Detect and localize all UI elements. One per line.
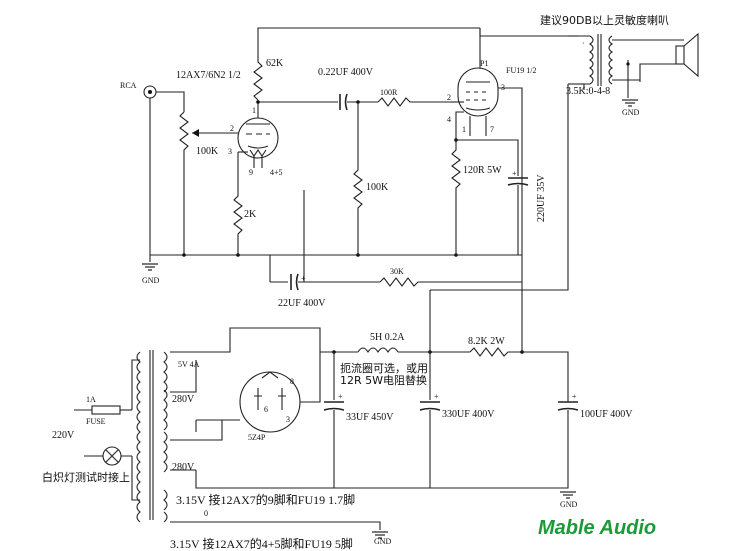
c330-label: 330UF 400V	[442, 409, 495, 420]
rect-pin-8: 8	[290, 377, 294, 386]
tube2-label: FU19 1/2	[506, 66, 536, 75]
choke-note-2: 12R 5W电阻替换	[340, 373, 427, 387]
r120-label: 120R 5W	[463, 165, 502, 176]
r100r-resistor	[377, 97, 450, 107]
r82k-resistor	[469, 347, 569, 390]
r82k-label: 8.2K 2W	[468, 336, 505, 347]
gnd-symbol-input	[141, 263, 159, 271]
ot-tap-label: 3.5K:0-4-8	[566, 86, 610, 97]
v5-label: 5V 4A	[178, 360, 200, 369]
primary-wires	[131, 359, 140, 501]
tube1-heater-pins	[253, 156, 263, 168]
screen-supply-wire	[498, 87, 523, 318]
tube2-pin-2: 2	[447, 93, 451, 102]
tube1-pin-9: 9	[249, 168, 253, 177]
ot-b-plus-wire	[430, 84, 569, 291]
power-transformer	[136, 350, 168, 523]
gnd-label-input: GND	[142, 276, 160, 285]
r62k-label: 62K	[266, 58, 284, 69]
gnd-label-speaker: GND	[622, 108, 640, 117]
svg-text:+: +	[338, 392, 343, 401]
gnd-symbol-psu	[559, 491, 577, 499]
svg-text:+: +	[434, 392, 439, 401]
psu-ground-return	[195, 470, 430, 489]
tube2-pin-4: 4	[447, 115, 451, 124]
r2k-label: 2K	[244, 209, 257, 220]
rect-pin-3: 3	[286, 415, 290, 424]
c33-label: 33UF 450V	[346, 412, 394, 423]
tube1-pin-1: 1	[252, 106, 256, 115]
tube1-pin-2: 2	[230, 124, 234, 133]
lamp-note: 白炽灯测试时接上	[42, 470, 130, 484]
mains-label: 220V	[52, 430, 75, 441]
fuse-rating: 1A	[86, 395, 96, 404]
tube2-p1-label: P1	[480, 59, 488, 68]
cathode-cap-ground	[456, 185, 519, 256]
r30k-label: 30K	[390, 267, 404, 276]
cathode-cap-220uf: +	[507, 169, 529, 186]
r2k-resistor	[233, 152, 243, 255]
svg-text:+: +	[512, 169, 517, 178]
c22-label: 22UF 400V	[278, 298, 326, 309]
rect-pin-6: 6	[264, 405, 268, 414]
rca-jack	[143, 85, 157, 99]
heater-note-1: 3.15V 接12AX7的9脚和FU19 1.7脚	[176, 492, 355, 507]
heater-note-2: 3.15V 接12AX7的4+5脚和FU19 5脚	[170, 536, 353, 551]
tube1-pin-45: 4+5	[270, 168, 283, 177]
r100k-label: 100K	[366, 182, 389, 193]
speaker-icon	[639, 32, 699, 80]
rca-label: RCA	[120, 81, 137, 90]
pot-label: 100K	[196, 146, 219, 157]
tube2-pin-7: 7	[490, 125, 494, 134]
svg-text:+: +	[572, 392, 577, 401]
tube1-pin-3: 3	[228, 147, 232, 156]
brand-logo: Mable Audio	[538, 517, 656, 539]
choke-note-1: 扼流圈可选，或用	[340, 361, 428, 375]
ot-secondary-wires	[612, 39, 684, 81]
volume-pot	[179, 111, 189, 255]
r100r-label: 100R	[380, 88, 398, 97]
r62k-resistor	[253, 27, 480, 101]
output-transformer	[589, 34, 613, 86]
speaker-note: 建议90DB以上灵敏度喇叭	[540, 13, 669, 27]
fuse-label: FUSE	[86, 417, 106, 426]
r100k-resistor	[353, 102, 363, 255]
rect-label: 5Z4P	[248, 433, 266, 442]
v280a-label: 280V	[172, 394, 195, 405]
tube2-fu19	[457, 67, 499, 117]
r30k-resistor	[379, 277, 522, 287]
filter-cap-33uf: +	[323, 392, 345, 411]
heater-zero: 0	[204, 509, 208, 518]
c220-label: 220UF 35V	[536, 174, 547, 222]
c100-label: 100UF 400V	[580, 409, 633, 420]
test-lamp-icon	[102, 446, 122, 466]
tube2-heater-pins	[469, 116, 487, 136]
fuse	[74, 405, 132, 415]
gnd-label-psu: GND	[560, 500, 578, 509]
tube1-label: 12AX7/6N2 1/2	[176, 70, 241, 81]
gnd-label-heater: GND	[374, 537, 392, 546]
choke-5h	[357, 347, 399, 354]
choke-label: 5H 0.2A	[370, 332, 405, 343]
tube2-pin-1: 1	[462, 125, 466, 134]
filter-cap-330uf: +	[419, 392, 441, 411]
r120r-resistor	[451, 140, 461, 255]
coupling-cap-022uf	[339, 93, 348, 111]
primary-dot: ·	[582, 39, 585, 48]
v280b-label: 280V	[172, 462, 195, 473]
pot-wiper-arrow	[192, 129, 199, 137]
c022-label: 0.22UF 400V	[318, 67, 374, 78]
rca-signal-wire	[156, 91, 185, 112]
gnd-symbol-speaker	[621, 99, 639, 107]
